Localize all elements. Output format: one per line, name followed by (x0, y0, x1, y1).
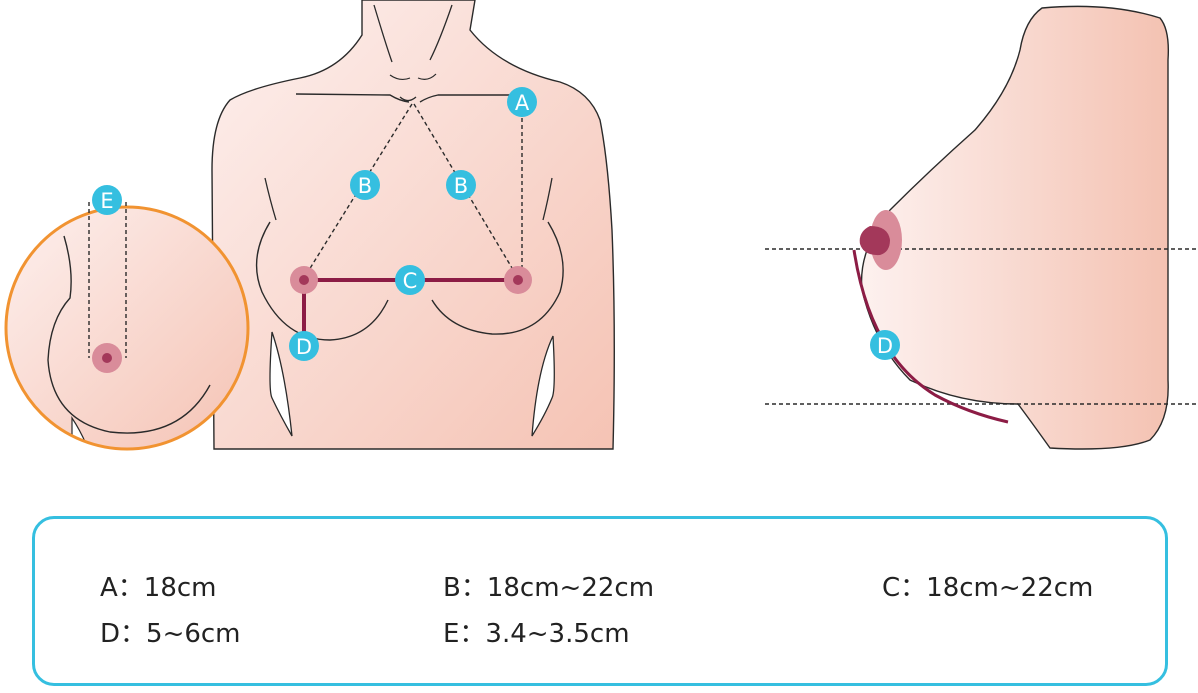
legend-c: C：18cm~22cm (882, 573, 1094, 603)
legend-box (32, 516, 1168, 686)
legend-e: E：3.4~3.5cm (443, 619, 630, 649)
svg-text:B: B (454, 174, 468, 198)
svg-text:A: A (515, 91, 530, 115)
measure-line-d-side (852, 249, 1009, 424)
marker-d-front: D (289, 331, 319, 361)
svg-text:E: E (100, 189, 113, 213)
svg-text:C: C (403, 269, 418, 293)
side-nipple (859, 210, 902, 270)
legend-b: B：18cm~22cm (443, 573, 655, 603)
zoom-detail-circle: E (4, 185, 250, 451)
legend-d: D：5~6cm (100, 619, 241, 649)
front-torso-view: A B B C D (211, 0, 615, 450)
side-view: D (765, 5, 1198, 450)
marker-e: E (92, 185, 122, 215)
legend-a: A：18cm (100, 573, 217, 603)
marker-c: C (395, 265, 425, 295)
right-breast-contour (431, 221, 564, 335)
right-nipple (504, 266, 532, 294)
left-clavicle (295, 93, 410, 103)
left-breast-contour (255, 221, 389, 341)
svg-text:D: D (877, 334, 893, 358)
svg-text:D: D (296, 335, 312, 359)
marker-a: A (507, 87, 537, 117)
marker-b-left: B (350, 170, 380, 200)
zoom-nipple (92, 343, 122, 373)
marker-d-side: D (870, 330, 900, 360)
left-nipple (290, 266, 318, 294)
svg-text:B: B (358, 174, 372, 198)
side-profile (860, 5, 1170, 450)
right-clavicle (419, 94, 512, 103)
marker-b-right: B (446, 170, 476, 200)
breast-measurement-diagram: A B B C D (4, 0, 1198, 451)
